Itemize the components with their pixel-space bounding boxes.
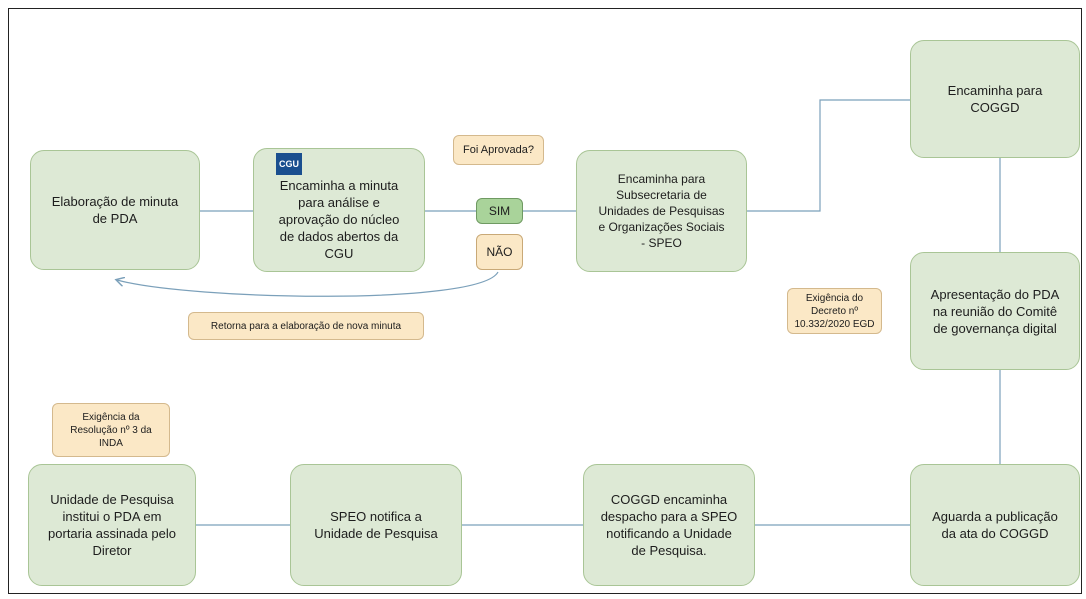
edge-nao-retorna <box>117 271 499 297</box>
step-elaboracao-minuta: Elaboração de minuta de PDA <box>30 150 200 270</box>
step-unidade-institui-pda: Unidade de Pesquisa institui o PDA em po… <box>28 464 196 586</box>
step-aguarda-publicacao: Aguarda a publicação da ata do COGGD <box>910 464 1080 586</box>
decision-no: NÃO <box>476 234 523 270</box>
step-speo-notifica: SPEO notifica a Unidade de Pesquisa <box>290 464 462 586</box>
cgu-logo-icon: CGU <box>276 153 302 175</box>
step-encaminha-speo: Encaminha para Subsecretaria de Unidades… <box>576 150 747 272</box>
diagram-frame <box>8 8 1082 594</box>
step-encaminha-coggd: Encaminha para COGGD <box>910 40 1080 158</box>
note-exigencia-resolucao: Exigência da Resolução nº 3 da INDA <box>52 403 170 457</box>
step-encaminha-cgu: Encaminha a minuta para análise e aprova… <box>253 148 425 272</box>
edge-speo-coggd <box>747 99 910 212</box>
step-coggd-encaminha-despacho: COGGD encaminha despacho para a SPEO not… <box>583 464 755 586</box>
note-retorna-elaboracao: Retorna para a elaboração de nova minuta <box>188 312 424 340</box>
decision-yes: SIM <box>476 198 523 224</box>
decision-question: Foi Aprovada? <box>453 135 544 165</box>
step-apresentacao-pda: Apresentação do PDA na reunião do Comitê… <box>910 252 1080 370</box>
note-exigencia-decreto: Exigência do Decreto nº 10.332/2020 EGD <box>787 288 882 334</box>
